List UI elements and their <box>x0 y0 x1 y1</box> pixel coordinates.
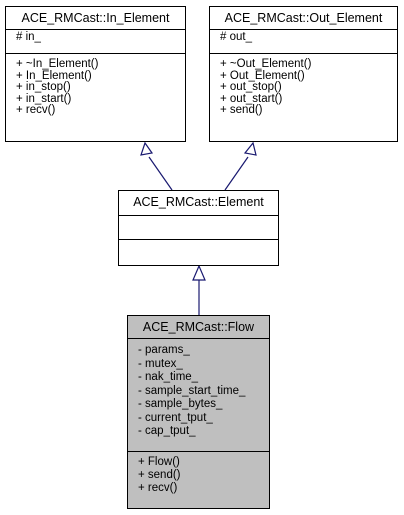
attribute: - cap_tput_ <box>138 425 196 437</box>
attributes-section: - params_ - mutex_ - nak_time_ - sample_… <box>128 338 269 451</box>
attribute: - sample_start_time_ <box>138 384 246 397</box>
class-in-element[interactable]: ACE_RMCast::In_Element # in_ + ~In_Eleme… <box>5 6 186 142</box>
method: + Flow() <box>138 456 180 468</box>
attribute: - params_ <box>138 344 190 356</box>
edge-element-to-out-element <box>224 156 249 191</box>
attribute: # out_ <box>220 31 252 43</box>
class-name: ACE_RMCast::Out_Element <box>224 11 383 25</box>
method: + recv() <box>138 482 178 494</box>
class-flow[interactable]: ACE_RMCast::Flow - params_ - mutex_ - na… <box>127 315 270 509</box>
class-name: ACE_RMCast::Flow <box>142 320 255 334</box>
attributes-section <box>119 215 278 239</box>
methods-section: + ~Out_Element() + Out_Element() + out_s… <box>210 53 397 120</box>
attribute: # in_ <box>16 31 41 43</box>
attributes-section: # in_ <box>6 29 185 53</box>
class-out-element[interactable]: ACE_RMCast::Out_Element # out_ + ~Out_El… <box>209 6 398 142</box>
method: + out_start() <box>220 92 283 105</box>
method: + in_start() <box>16 92 72 105</box>
arrowhead-element <box>192 264 206 281</box>
method: + ~Out_Element() <box>220 58 312 70</box>
method: + send() <box>138 469 181 481</box>
method: + In_Element() <box>16 69 92 82</box>
edge-element-to-in-element <box>148 156 173 191</box>
attribute: - nak_time_ <box>138 371 199 383</box>
attribute: - sample_bytes_ <box>138 398 223 410</box>
attribute: - mutex_ <box>138 357 183 370</box>
method: + Out_Element() <box>220 69 305 82</box>
attributes-section: # out_ <box>210 29 397 53</box>
methods-section <box>119 239 278 270</box>
method: + in_stop() <box>16 81 71 93</box>
class-name: ACE_RMCast::Element <box>133 195 264 209</box>
arrowhead-in-element <box>140 141 154 156</box>
class-name: ACE_RMCast::In_Element <box>21 11 170 25</box>
attribute: - current_tput_ <box>138 411 213 424</box>
method: + out_stop() <box>220 81 282 93</box>
method: + send() <box>220 104 263 116</box>
methods-section: + ~In_Element() + In_Element() + in_stop… <box>6 53 185 120</box>
method: + recv() <box>16 104 56 116</box>
method: + ~In_Element() <box>16 58 99 70</box>
methods-section: + Flow() + send() + recv() <box>128 451 269 498</box>
arrowhead-out-element <box>243 141 257 156</box>
class-element[interactable]: ACE_RMCast::Element <box>118 190 279 266</box>
